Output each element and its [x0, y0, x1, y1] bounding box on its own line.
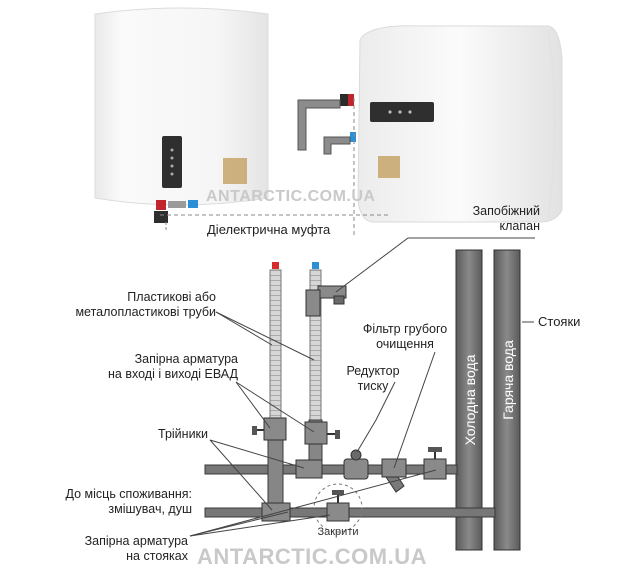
closed-label: Закрити: [317, 526, 358, 538]
label-shutoff-risers-line2: на стояках: [126, 549, 188, 563]
label-shutoff-ewh-line2: на вході і виході ЕВАД: [108, 367, 238, 381]
main-supply-pipe: [204, 464, 458, 475]
label-risers: Стояки: [538, 314, 581, 329]
label-consumers: До місць споживання: змішувач, душ: [40, 487, 192, 517]
watermark-top: ANTARCTIC.COM.UA: [206, 188, 376, 205]
riser-cold: [455, 249, 483, 551]
riser-valve-upper: [423, 447, 447, 480]
label-plastic-pipes-line1: Пластикові або: [127, 290, 216, 304]
label-consumers-line2: змішувач, душ: [108, 502, 192, 516]
label-dielectric-coupling: Діелектрична муфта: [207, 222, 331, 237]
heater2-control-panel: [370, 102, 434, 122]
watermark-bottom: ANTARCTIC.COM.UA: [197, 544, 428, 569]
riser-label-hot: Гаряча вода: [500, 340, 516, 420]
label-safety-valve-line1: Запобіжний: [472, 204, 540, 218]
label-coarse-filter-line2: очищення: [376, 337, 434, 351]
shutoff-valve-hot: [252, 417, 287, 441]
label-consumers-line1: До місць споживання:: [65, 487, 192, 501]
label-safety-valve: Запобіжний клапан: [430, 204, 540, 234]
coarse-filter: [381, 458, 407, 493]
label-tees: Трійники: [158, 427, 208, 441]
consumer-pipe: [204, 507, 496, 518]
label-shutoff-ewh-line1: Запірна арматура: [134, 352, 238, 366]
shutoff-valve-cold: [304, 421, 340, 445]
label-shutoff-risers: Запірна арматура на стояках: [60, 534, 188, 564]
safety-valve: [305, 285, 347, 317]
hot-hose: [267, 262, 284, 513]
label-pressure-reducer-line1: Редуктор: [346, 364, 400, 378]
pressure-reducer: [343, 449, 369, 480]
label-pressure-reducer: Редуктор тиску: [333, 364, 413, 394]
label-coarse-filter: Фільтр грубого очищення: [355, 322, 455, 352]
heater2-badge: [378, 156, 400, 178]
label-pressure-reducer-line2: тиску: [357, 379, 389, 393]
riser-label-cold: Холодна вода: [462, 354, 478, 445]
label-coarse-filter-line1: Фільтр грубого: [362, 322, 448, 336]
label-safety-valve-line2: клапан: [499, 219, 540, 233]
water-heater-horizontal: [297, 25, 563, 223]
water-heater-vertical: [94, 7, 269, 223]
label-plastic-pipes: Пластикові або металопластикові труби: [56, 290, 216, 320]
closed-valve: [313, 483, 363, 533]
tee-upper: [295, 459, 323, 479]
heater-control-panel: [162, 136, 182, 188]
leader-lines: [189, 237, 535, 537]
heater-badge: [223, 158, 247, 184]
label-shutoff-ewh: Запірна арматура на вході і виході ЕВАД: [70, 352, 238, 382]
label-plastic-pipes-line2: металопластикові труби: [75, 305, 216, 319]
label-shutoff-risers-line1: Запірна арматура: [84, 534, 188, 548]
tee-lower: [261, 502, 291, 522]
riser-hot: [493, 249, 521, 551]
